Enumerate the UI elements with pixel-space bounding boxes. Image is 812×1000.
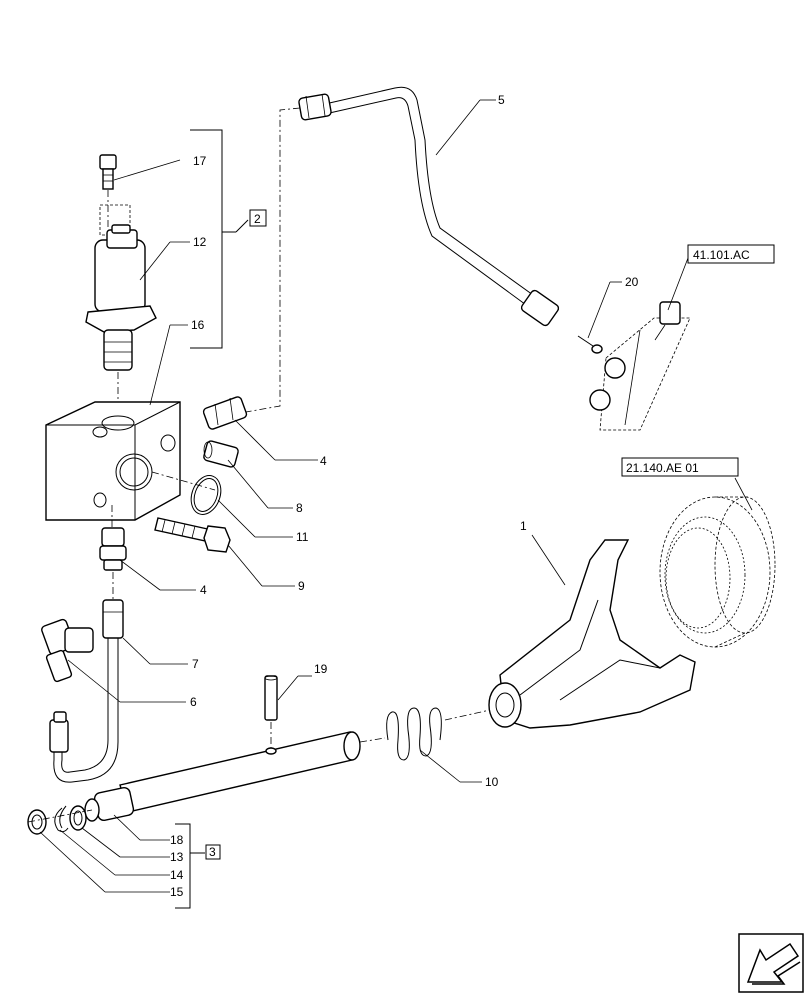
washer-15 (27, 809, 47, 835)
hydraulic-pipe (298, 86, 560, 327)
label-6: 6 (190, 695, 197, 709)
label-5: 5 (498, 93, 505, 107)
ref-clutch-box[interactable]: 21.140.AE 01 (621, 457, 739, 477)
label-19: 19 (314, 662, 328, 676)
ring-13 (69, 805, 87, 831)
pipe-7 (49, 599, 124, 783)
label-7: 7 (192, 657, 199, 671)
label-4-lower: 4 (200, 583, 207, 597)
snap-ring-14 (54, 805, 69, 833)
label-17: 17 (193, 154, 207, 168)
ref-clutch-label: 21.140.AE 01 (626, 461, 699, 475)
pin-19 (264, 675, 278, 721)
label-16: 16 (191, 318, 205, 332)
shift-fork-1 (488, 539, 696, 729)
valve-block-16 (45, 401, 181, 521)
spring-10 (386, 707, 442, 761)
label-15: 15 (170, 885, 184, 899)
plug-8 (203, 440, 239, 468)
ref-pump-label: 41.101.AC (693, 248, 750, 262)
label-1: 1 (520, 519, 527, 533)
arrow-navigation-icon[interactable] (738, 933, 804, 993)
label-2: 2 (254, 212, 261, 226)
label-4-upper: 4 (320, 454, 327, 468)
o-ring-11 (190, 475, 222, 515)
elbow-6 (41, 618, 94, 683)
label-12: 12 (193, 235, 207, 249)
bracket-group-3 (175, 823, 221, 909)
pin-20 (577, 335, 603, 354)
label-9: 9 (298, 579, 305, 593)
label-11: 11 (296, 530, 309, 544)
label-10: 10 (485, 775, 499, 789)
ref-pump-box[interactable]: 41.101.AC (687, 244, 775, 264)
fitting-4-upper (202, 396, 248, 430)
fitting-4-lower (99, 527, 127, 571)
leader-lines (39, 99, 753, 893)
label-14: 14 (170, 868, 184, 882)
bolt-9 (154, 517, 231, 553)
screw-17 (99, 154, 117, 190)
pump-assembly (589, 301, 691, 431)
label-8: 8 (296, 501, 303, 515)
label-20: 20 (625, 275, 639, 289)
label-13: 13 (170, 850, 184, 864)
shaft-18 (84, 731, 361, 822)
clutch-pack (659, 496, 776, 648)
bracket-group-2 (190, 129, 267, 349)
label-18: 18 (170, 833, 184, 847)
label-3: 3 (209, 845, 216, 859)
solenoid-valve-12 (85, 204, 157, 371)
